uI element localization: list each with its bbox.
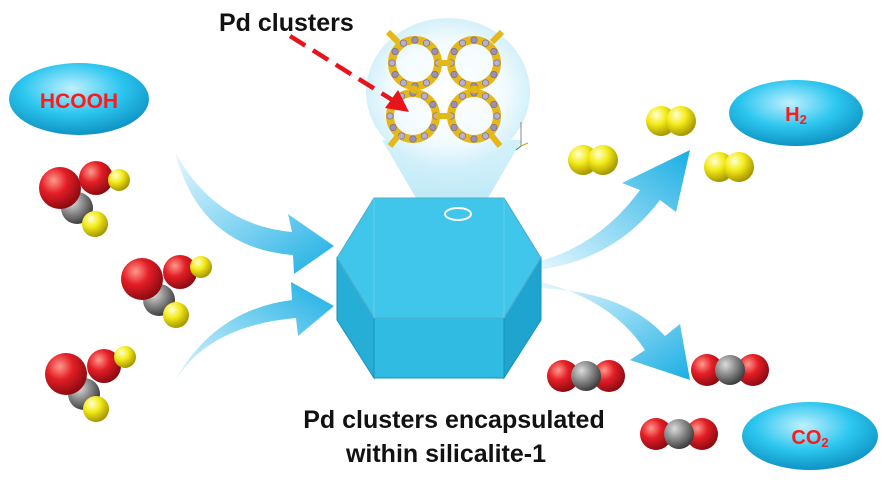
- pd-clusters-label: Pd clusters: [219, 9, 354, 37]
- pd-atom: [458, 39, 466, 47]
- pd-atom: [458, 132, 466, 140]
- pd-atom: [481, 39, 489, 47]
- h2-molecule-icon: [568, 145, 618, 175]
- pd-atom: [411, 36, 419, 44]
- pd-atom: [386, 112, 394, 120]
- pd-atom: [429, 101, 437, 109]
- pd-atom: [399, 39, 407, 47]
- co2-molecule-icon: [691, 354, 769, 386]
- pd-atom: [399, 79, 407, 87]
- framework-strut: [489, 29, 505, 45]
- hcooh-molecule-icon: [45, 346, 136, 422]
- co2-molecule-icon: [547, 360, 625, 392]
- pd-atom: [493, 59, 501, 67]
- pd-atom: [429, 124, 437, 132]
- reactant-arrow-upper: [175, 152, 334, 274]
- pd-atom: [490, 124, 498, 132]
- product-arrow-h2: [537, 150, 690, 270]
- pd-atom: [422, 39, 430, 47]
- pd-atom: [420, 92, 428, 100]
- hcooh-label: HCOOH: [40, 90, 118, 113]
- h2-label: H: [785, 104, 799, 126]
- pd-atom: [450, 101, 458, 109]
- hcooh-label-ellipse: HCOOH: [9, 63, 149, 135]
- framework-strut: [410, 85, 418, 94]
- pore-opening-marker: [444, 207, 472, 221]
- pd-atom: [458, 92, 466, 100]
- co2-label: CO: [791, 427, 821, 449]
- pd-atom: [450, 71, 458, 79]
- pd-atom: [431, 47, 439, 55]
- caption-line-2: within silicalite-1: [345, 440, 546, 468]
- co2-label-ellipse: CO2: [742, 402, 878, 470]
- caption-line-1: Pd clusters encapsulated: [303, 406, 605, 434]
- pd-atom: [458, 79, 466, 87]
- pd-atom: [450, 124, 458, 132]
- reactant-arrow-lower: [172, 282, 334, 386]
- pd-atom: [389, 124, 397, 132]
- product-arrow-co2: [541, 282, 690, 380]
- pd-atom: [420, 132, 428, 140]
- h2-molecule-icon: [704, 152, 754, 182]
- pd-atom: [391, 47, 399, 55]
- framework-strut: [385, 29, 401, 45]
- pd-atom: [409, 135, 417, 143]
- pd-atom: [493, 112, 501, 120]
- pd-atom: [422, 79, 430, 87]
- pd-atom: [470, 135, 478, 143]
- pointer-arrow: [288, 34, 409, 112]
- h2-molecule-icon: [646, 106, 696, 136]
- h2-label-ellipse: H2: [729, 80, 863, 146]
- svg-text:CO2: CO2: [791, 427, 828, 450]
- svg-text:H2: H2: [785, 104, 807, 127]
- zeolite-framework-icon: [366, 18, 530, 166]
- hcooh-molecule-icon: [121, 255, 212, 328]
- pd-atom: [481, 92, 489, 100]
- pd-atom: [388, 59, 396, 67]
- hexagonal-prism-crystal-icon: [336, 197, 542, 380]
- pd-atom: [397, 132, 405, 140]
- h2-label-subscript: 2: [800, 112, 807, 127]
- pd-atom: [481, 79, 489, 87]
- pd-atom: [481, 132, 489, 140]
- pd-atom: [490, 47, 498, 55]
- pd-atom: [450, 47, 458, 55]
- pd-atom: [391, 71, 399, 79]
- pd-atom: [490, 71, 498, 79]
- co2-label-subscript: 2: [821, 435, 828, 450]
- pd-atom: [431, 71, 439, 79]
- pd-atom: [470, 36, 478, 44]
- hcooh-molecule-icon: [39, 161, 130, 237]
- axis-indicator-icon: [515, 122, 529, 151]
- framework-strut: [489, 134, 503, 148]
- co2-molecule-icon: [640, 418, 718, 450]
- pd-atom: [490, 101, 498, 109]
- framework-strut: [387, 134, 401, 148]
